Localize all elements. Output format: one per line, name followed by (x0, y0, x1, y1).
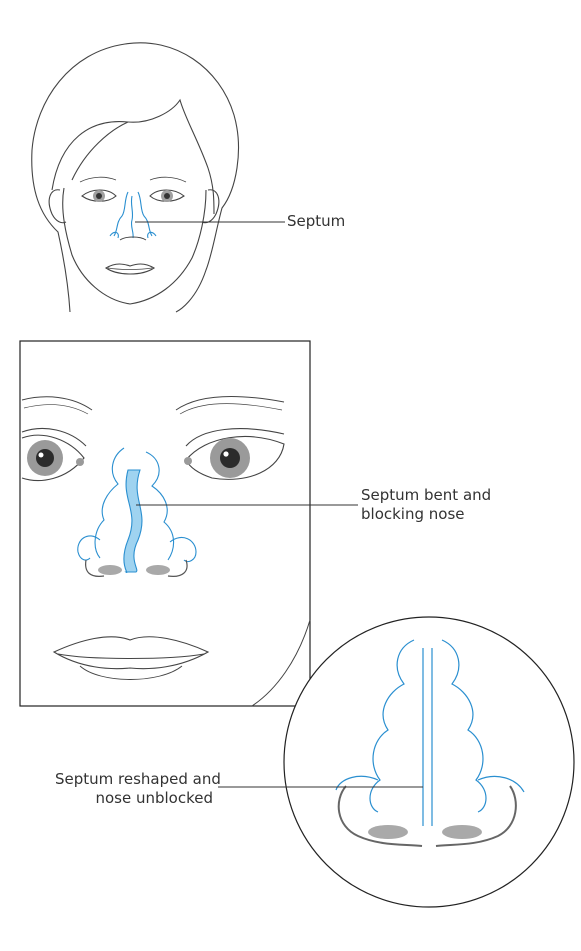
septum-label-text: Septum (287, 212, 346, 230)
septum-reshaped-label-line1: Septum reshaped and (55, 770, 221, 788)
head-eyes (93, 190, 173, 202)
reshaped-inset-circle (283, 616, 575, 908)
septum-reshaped-label: Septum reshaped and nose unblocked (55, 770, 221, 808)
septum-label: Septum (287, 212, 345, 231)
head-illustration (31, 42, 240, 313)
septum-reshaped-label-line2: nose unblocked (95, 789, 213, 807)
bent-septum (123, 469, 143, 574)
septum-bent-label: Septum bent and blocking nose (361, 486, 491, 524)
head-nose-septum (109, 191, 157, 241)
closeup-nose (77, 447, 197, 577)
septum-bent-label-line2: blocking nose (361, 505, 465, 523)
closeup-eyes-fill (27, 438, 250, 478)
closeup-face (21, 395, 311, 707)
septum-bent-label-line1: Septum bent and (361, 486, 492, 504)
